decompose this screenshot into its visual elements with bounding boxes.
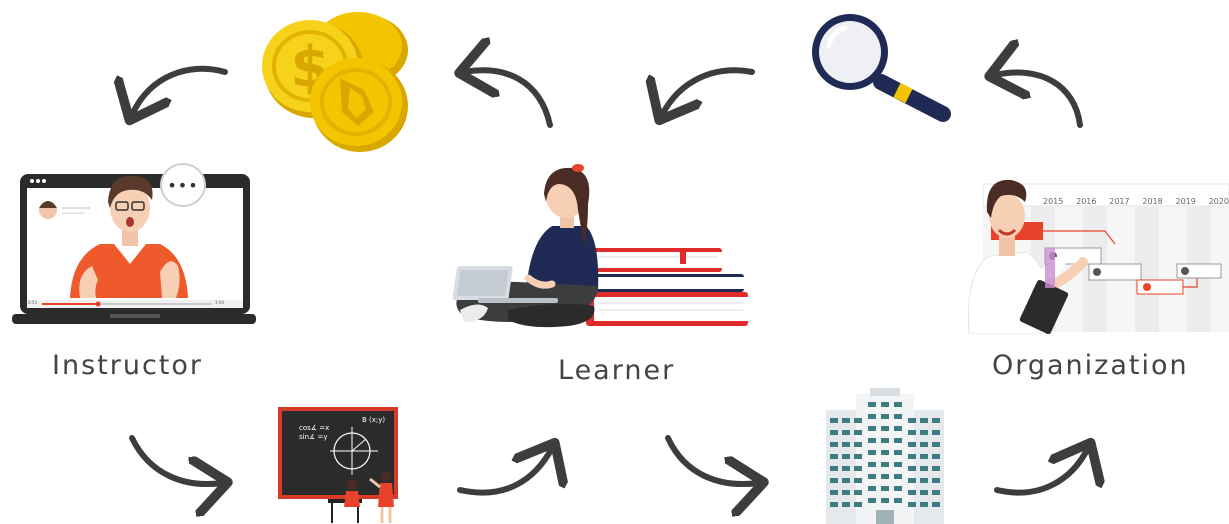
instructor-label: Instructor [52,350,203,381]
timeline-year: 2017 [1109,197,1130,206]
organization-label: Organization [992,350,1189,381]
timeline-year: 2020 [1208,197,1229,206]
timeline-years: 2015 2016 2017 2018 2019 2020 [1043,197,1229,206]
arrow-coins-to-instructor [132,65,228,115]
magnifier-icon [812,14,951,122]
learner-label: Learner [558,355,676,386]
office-building-icon [826,388,944,524]
arrow-organization-to-magnifier [995,72,1083,128]
timeline-year: 2018 [1142,197,1163,206]
chalkboard-point-label: B (x;y) [362,416,386,424]
video-duration: 3:00 [215,300,224,305]
arrow-learner-to-building [665,435,758,484]
chalkboard-line: sin∡ =y [299,433,328,441]
gold-coins-icon: $ [262,12,408,152]
chalkboard-illustration [278,407,398,523]
arrow-building-to-organization [994,448,1088,496]
speech-bubble: ••• [160,163,206,207]
chalkboard-formulas: cos∡ =x sin∡ =y [299,424,329,442]
organization-timeline-illustration [967,179,1229,334]
speech-bubble-dots: ••• [167,175,199,195]
arrow-magnifier-to-learner [662,67,755,115]
video-current-time: 0:54 [28,300,37,305]
arrow-board-to-learner [457,448,552,496]
timeline-year: 2016 [1076,197,1097,206]
timeline-year: 2015 [1043,197,1064,206]
arrow-instructor-to-board [129,435,222,484]
instructor-laptop-illustration [12,174,256,324]
chalkboard-line: cos∡ =x [299,424,330,432]
learner-illustration [452,164,748,328]
arrow-learner-to-coins [465,70,553,128]
timeline-year: 2019 [1175,197,1196,206]
